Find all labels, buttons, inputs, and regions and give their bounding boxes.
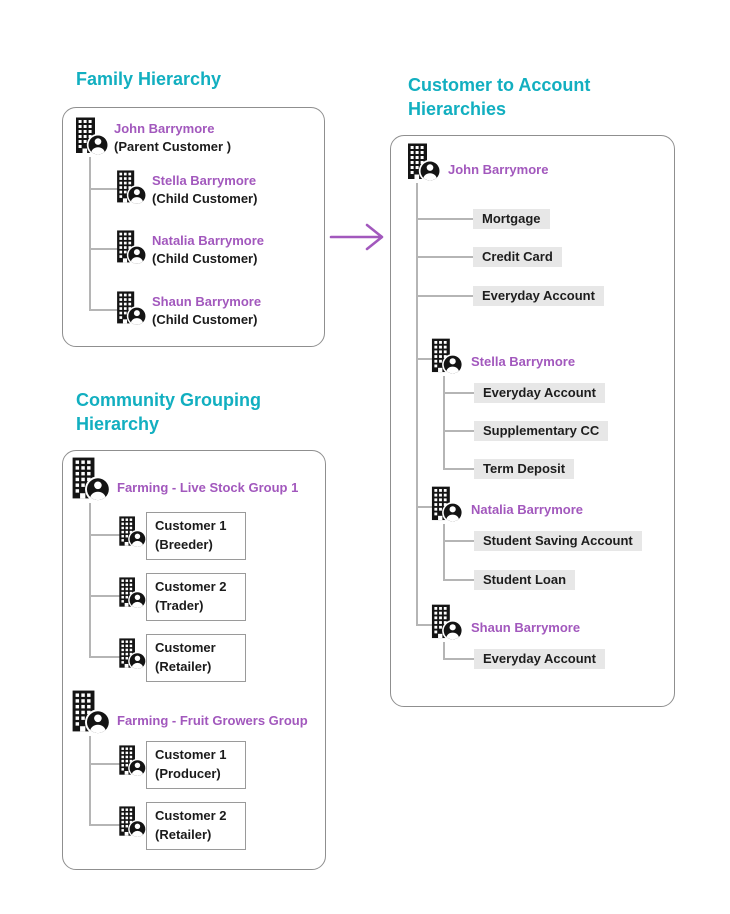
- member-role: (Retailer): [155, 827, 212, 842]
- accounts-customer-name: Natalia Barrymore: [471, 502, 583, 517]
- organization-customer-icon: [431, 338, 463, 376]
- organization-customer-icon: [118, 516, 147, 549]
- connector-line: [416, 183, 418, 625]
- connector-line: [89, 503, 91, 656]
- account-chip: Term Deposit: [474, 459, 575, 479]
- family-child-name: Natalia Barrymore: [152, 233, 264, 248]
- family-child-name: Shaun Barrymore: [152, 294, 262, 309]
- organization-customer-icon: [118, 638, 147, 671]
- connector-line: [443, 524, 445, 580]
- family-root-name: John Barrymore: [114, 121, 215, 136]
- community-member-box: Customer 1 (Producer): [146, 741, 246, 789]
- connector-line: [443, 468, 474, 470]
- account-chip: Mortgage: [473, 209, 550, 229]
- connector-line: [443, 579, 474, 581]
- community-member-box: Customer 1 (Breeder): [146, 512, 246, 560]
- member-name: Customer 2: [155, 808, 227, 823]
- connector-line: [89, 763, 120, 765]
- flow-arrow-icon: [329, 223, 384, 251]
- community-hierarchy-title: Community Grouping Hierarchy: [76, 390, 261, 434]
- accounts-customer-name: Shaun Barrymore: [471, 620, 581, 635]
- connector-line: [89, 188, 118, 190]
- connector-line: [443, 658, 474, 660]
- account-chip: Everyday Account: [474, 383, 605, 403]
- member-name: Customer 1: [155, 747, 227, 762]
- member-role: (Breeder): [155, 537, 213, 552]
- accounts-hierarchy-panel: John Barrymore Mortgage Credit Card Ever…: [390, 135, 675, 707]
- connector-line: [416, 624, 434, 626]
- connector-line: [416, 295, 473, 297]
- account-chip: Everyday Account: [474, 649, 605, 669]
- organization-customer-icon: [75, 117, 109, 157]
- family-child-subtitle: (Child Customer): [152, 191, 258, 206]
- organization-customer-icon: [116, 230, 147, 266]
- family-child-subtitle: (Child Customer): [152, 251, 258, 266]
- connector-line: [416, 218, 473, 220]
- connector-line: [89, 248, 118, 250]
- community-hierarchy-panel: Farming - Live Stock Group 1 Customer 1 …: [62, 450, 326, 870]
- connector-line: [443, 540, 474, 542]
- organization-customer-icon: [118, 806, 147, 839]
- connector-line: [416, 506, 434, 508]
- organization-customer-icon: [116, 170, 147, 206]
- community-member-box: Customer 2 (Retailer): [146, 802, 246, 850]
- accounts-root-name: John Barrymore: [448, 162, 549, 177]
- account-chip: Student Saving Account: [474, 531, 642, 551]
- member-name: Customer 2: [155, 579, 227, 594]
- family-hierarchy-panel: John Barrymore (Parent Customer ) Stella…: [62, 107, 325, 347]
- organization-customer-icon: [118, 745, 147, 778]
- account-chip: Supplementary CC: [474, 421, 609, 441]
- account-chip: Student Loan: [474, 570, 576, 590]
- connector-line: [416, 358, 434, 360]
- accounts-hierarchy-title: Customer to Account Hierarchies: [408, 75, 591, 119]
- connector-line: [443, 642, 445, 659]
- community-member-box: Customer 2 (Trader): [146, 573, 246, 621]
- organization-customer-icon: [431, 604, 463, 642]
- member-name: Customer: [155, 640, 216, 655]
- family-hierarchy-title: Family Hierarchy: [76, 69, 222, 89]
- accounts-customer-name: Stella Barrymore: [471, 354, 576, 369]
- family-child-name: Stella Barrymore: [152, 173, 257, 188]
- organization-customer-icon: [71, 457, 111, 503]
- community-group-name: Farming - Live Stock Group 1: [117, 480, 299, 495]
- connector-line: [443, 376, 445, 469]
- connector-line: [89, 824, 120, 826]
- member-role: (Trader): [155, 598, 204, 613]
- connector-line: [89, 656, 120, 658]
- connector-line: [416, 256, 473, 258]
- connector-line: [89, 736, 91, 825]
- organization-customer-icon: [431, 486, 463, 524]
- member-role: (Retailer): [155, 659, 212, 674]
- connector-line: [443, 430, 474, 432]
- member-name: Customer 1: [155, 518, 227, 533]
- organization-customer-icon: [118, 577, 147, 610]
- organization-customer-icon: [71, 690, 111, 736]
- account-chip: Everyday Account: [473, 286, 604, 306]
- connector-line: [89, 309, 118, 311]
- connector-line: [89, 534, 120, 536]
- connector-line: [443, 392, 474, 394]
- organization-customer-icon: [407, 143, 441, 183]
- connector-line: [89, 157, 91, 310]
- family-child-subtitle: (Child Customer): [152, 312, 258, 327]
- member-role: (Producer): [155, 766, 221, 781]
- community-member-box: Customer (Retailer): [146, 634, 246, 682]
- connector-line: [89, 595, 120, 597]
- community-group-name: Farming - Fruit Growers Group: [117, 713, 308, 728]
- account-chip: Credit Card: [473, 247, 562, 267]
- organization-customer-icon: [116, 291, 147, 327]
- family-root-subtitle: (Parent Customer ): [114, 139, 232, 154]
